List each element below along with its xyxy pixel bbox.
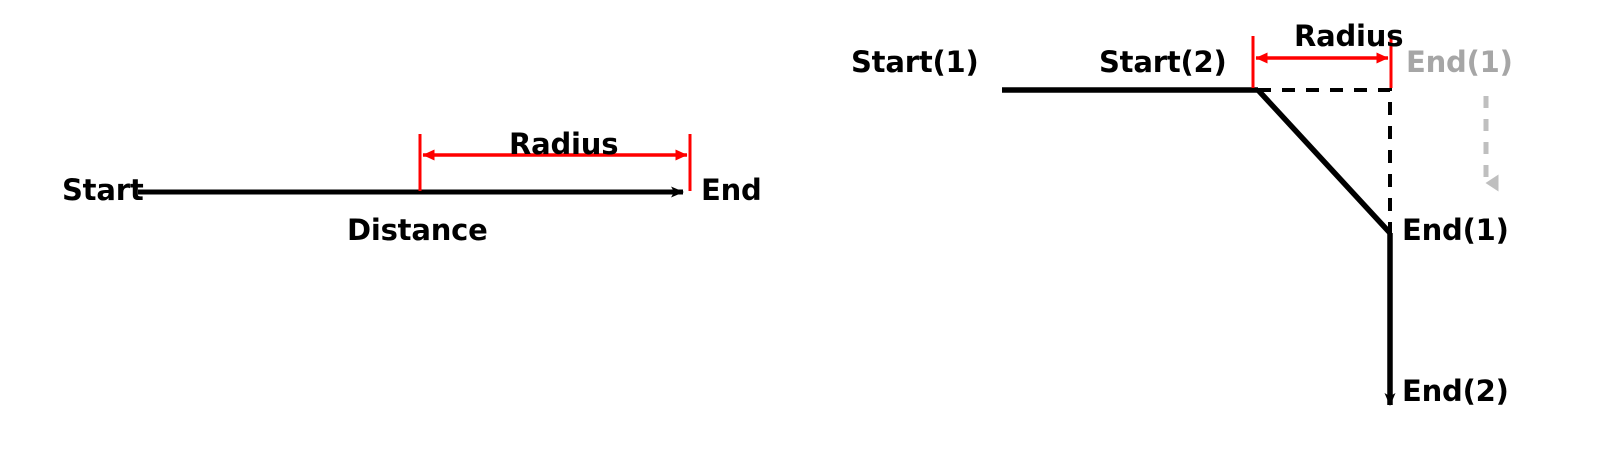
- label-end-1: End(1): [1402, 213, 1509, 247]
- label-radius-left: Radius: [509, 127, 619, 161]
- right-panel-group: [1002, 36, 1499, 406]
- label-start: Start: [62, 173, 144, 207]
- label-end: End: [701, 173, 762, 207]
- label-start-1: Start(1): [851, 45, 979, 79]
- original-corner-dashed-path: [1258, 88, 1392, 233]
- label-end-1-faded: End(1): [1406, 45, 1513, 79]
- left-panel-group: [138, 134, 692, 198]
- label-distance: Distance: [347, 213, 488, 247]
- fillet-diagonal-segment: [1255, 88, 1393, 235]
- label-start-2: Start(2): [1099, 45, 1227, 79]
- label-end-2: End(2): [1402, 374, 1509, 408]
- label-radius-right: Radius: [1294, 19, 1404, 53]
